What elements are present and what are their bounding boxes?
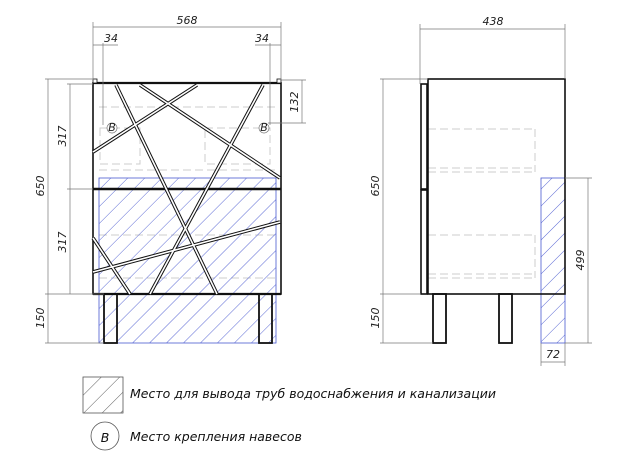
mount-symbol-icon xyxy=(90,421,120,451)
side-leg-back xyxy=(498,293,513,344)
side-cabinet-body xyxy=(427,78,566,295)
left-offset-dimension: 34 xyxy=(104,32,118,45)
legend-mount-text: Место крепления навесов xyxy=(130,429,302,444)
mount-marker-right-label: B xyxy=(260,121,268,134)
width-dimension: 568 xyxy=(177,14,198,27)
right-offset-dimension: 34 xyxy=(255,32,269,45)
legend-hatch-item: Место для вывода труб водоснабжения и ка… xyxy=(82,376,496,414)
depth-dimension: 438 xyxy=(483,15,504,28)
upper-drawer-dimension: 317 xyxy=(56,126,69,147)
side-pipe-zone-hatch xyxy=(540,177,566,344)
mount-symbol-label: B xyxy=(101,430,110,445)
right-top-corner xyxy=(276,78,282,84)
side-hidden-lines xyxy=(428,128,536,279)
side-view: 438 650 150 499 72 xyxy=(369,15,592,366)
legend-hatch-text: Место для вывода труб водоснабжения и ка… xyxy=(130,386,496,401)
hatch-swatch-icon xyxy=(82,376,124,414)
side-dimensions: 438 650 150 499 72 xyxy=(369,15,592,366)
pipe-zone-depth-dimension: 72 xyxy=(546,348,560,361)
front-dimensions: 568 34 34 650 317 317 150 132 xyxy=(34,14,306,344)
front-decor-lines xyxy=(91,83,281,295)
lower-drawer-dimension: 317 xyxy=(56,232,69,253)
left-top-corner xyxy=(92,78,98,84)
mount-marker-left: B xyxy=(106,121,118,134)
mount-offset-dimension: 132 xyxy=(288,92,301,113)
front-leg-right xyxy=(258,293,273,344)
side-lower-door xyxy=(420,189,428,295)
side-upper-door xyxy=(420,83,428,190)
legend: Место для вывода труб водоснабжения и ка… xyxy=(82,376,496,451)
pipe-zone-height-dimension: 499 xyxy=(574,250,587,271)
legs-dimension: 150 xyxy=(34,308,47,329)
front-pipe-zone-hatch xyxy=(98,177,277,344)
mount-marker-right: B xyxy=(258,121,270,134)
height-dimension: 650 xyxy=(34,176,47,197)
legend-mount-item: B Место крепления навесов xyxy=(90,421,302,451)
side-leg-front xyxy=(432,293,447,344)
front-view: B B 568 34 34 650 xyxy=(34,14,306,344)
side-legs-dimension: 150 xyxy=(369,308,382,329)
front-leg-left xyxy=(103,293,118,344)
side-height-dimension: 650 xyxy=(369,176,382,197)
mount-marker-left-label: B xyxy=(108,121,116,134)
